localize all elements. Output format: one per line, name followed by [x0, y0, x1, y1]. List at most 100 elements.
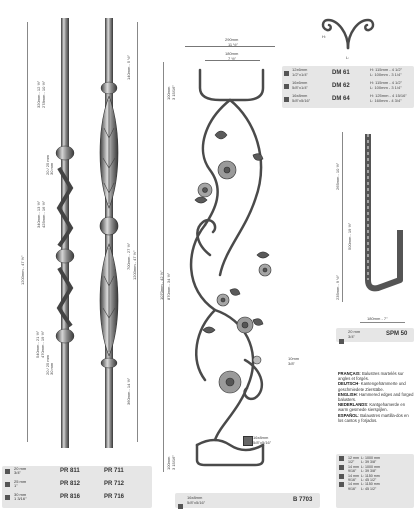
picket1-dim-278: 278mm - 10 ½"	[41, 80, 46, 108]
code-row: 25 mm 1" PR 812 PR 712	[2, 479, 152, 489]
panel-dim-line-vertical	[163, 62, 164, 472]
panel-dim-180-in: 7 ½"	[228, 56, 237, 61]
panel-code-size: 16x8mm	[187, 495, 203, 500]
code-swatch	[5, 468, 12, 476]
code-a: PR 812	[60, 481, 81, 487]
lang-en: ENGLISH: Hammered edges and forged balus…	[338, 391, 414, 403]
scroll-frac: 5/8"x1/4"	[292, 85, 308, 90]
scroll-swatch	[284, 96, 291, 104]
code-a: PR 811	[60, 468, 80, 474]
spec-swatch	[338, 456, 347, 465]
panel-dim-line-180	[205, 60, 260, 61]
code-b: PR 712	[104, 481, 125, 487]
spec-swatch	[338, 473, 347, 483]
scroll-code: DM 61	[332, 70, 350, 76]
panel-code-bar: 16x8mm 5/8"x5/16" B 7703	[175, 493, 320, 510]
panel-code-ref: B 7703	[293, 497, 313, 503]
scroll-h-label: H:	[322, 34, 326, 39]
scroll-piece	[318, 8, 378, 53]
code-a: PR 816	[60, 494, 81, 500]
lang-fr: FRANÇAIS: Balustres martelés sur angles …	[338, 371, 404, 382]
scroll-l-label: L:	[346, 55, 350, 60]
panel-ring-size: 10mm	[288, 356, 300, 361]
scroll-code: DM 64	[332, 96, 350, 102]
scroll-size: 12x6mm	[292, 67, 308, 72]
code-b: PR 716	[104, 494, 125, 500]
code-frac: 1"	[14, 483, 18, 488]
picket-twisted	[50, 18, 80, 448]
bracket-dim-180: 180mm - 7"	[367, 316, 388, 321]
picket1-dim-total: 1200mm - 47 ½"	[20, 255, 25, 285]
scroll-h: H: 125mm - 4 15/16"	[370, 93, 407, 98]
scroll-l: L: 100mm - 3 1/4"	[370, 72, 402, 77]
code-frac: 3/4"	[14, 470, 21, 475]
code-row: 30 mm 1 3/16" PR 816 PR 716	[2, 492, 152, 501]
scroll-frac: 5/8"x5/16"	[292, 98, 311, 103]
scroll-size: 16x6mm	[292, 80, 308, 85]
bracket-code-frac: 3/4"	[348, 334, 355, 339]
code-size: 30 mm	[14, 492, 27, 497]
bracket-drawing	[365, 134, 403, 292]
scroll-row: 16x6mm 5/8"x1/4" DM 62 H: 115mm - 4 1/2"…	[282, 80, 414, 93]
scroll-size: 16x8mm	[292, 93, 308, 98]
picket-leaf-drawing	[99, 18, 119, 448]
picket1-dim-425: 425mm - 16 ½"	[41, 200, 46, 228]
scroll-frac: 1/2"x1/4"	[292, 72, 308, 77]
lang-es: ESPAÑOL: Balaustres martilla-dos en los …	[338, 412, 409, 423]
scroll-swatch	[284, 70, 291, 78]
scroll-row: 12x6mm 1/2"x1/4" DM 61 H: 115mm - 4 1/2"…	[282, 67, 414, 80]
scroll-swatch	[284, 83, 291, 91]
bracket-code-bar: 20 mm 3/4" SPM 50	[336, 328, 414, 345]
picket1-size-lower-b: 30 mm	[49, 362, 54, 375]
panel-bar-swatch	[243, 436, 253, 446]
scroll-h: H: 115mm - 4 1/2"	[370, 80, 403, 85]
panel-ring-frac: 3/8"	[288, 361, 295, 366]
bracket-dim-line-h	[360, 322, 405, 323]
panel-dim-290: 290mm	[225, 37, 239, 42]
scroll-codes-panel: 12x6mm 1/2"x1/4" DM 61 H: 115mm - 4 1/2"…	[282, 66, 414, 108]
bracket-dim-265: 265mm - 10 ½"	[335, 162, 340, 190]
scroll-h: H: 115mm - 4 1/2"	[370, 67, 403, 72]
panel-code-swatch	[178, 498, 185, 516]
spec-swatch	[338, 482, 347, 491]
code-swatch	[5, 481, 12, 489]
picket1-dim-line	[27, 22, 28, 442]
language-descriptions: FRANÇAIS: Balustres martelés sur angles …	[338, 371, 414, 423]
picket1-dim-470: 470mm - 19 ½"	[40, 330, 45, 358]
code-b: PR 711	[104, 468, 124, 474]
panel-code-frac: 5/8"x5/16"	[187, 500, 206, 505]
picket1-size-upper-b: 30 mm	[49, 162, 54, 175]
ornamental-panel	[175, 60, 285, 470]
lang-nl: NEDERLANDS: Kantgehamerde en warm gesmed…	[338, 402, 406, 413]
picket-codes-panel: 20 mm 3/4" PR 811 PR 711 25 mm 1" PR 812…	[2, 466, 152, 508]
bracket-dim-500: 500mm - 19 ½"	[347, 222, 352, 250]
spec-swatch	[338, 464, 347, 474]
picket2-dim-line	[137, 22, 138, 442]
lang-de: DEUTSCH- Kantengehämmerte und geschmiede…	[338, 381, 406, 392]
panel-dim-290-in: 11 ½"	[228, 42, 239, 47]
code-row: 20 mm 3/4" PR 811 PR 711	[2, 466, 152, 476]
panel-bar-frac: 5/8"x5/16"	[253, 440, 272, 445]
bracket-dim-235: 235mm - 9 ½"	[335, 275, 340, 300]
bracket	[360, 130, 415, 310]
picket2-dim-140: 140mm - 5 ½"	[126, 55, 131, 80]
code-size: 20 mm	[14, 466, 27, 471]
picket-leaf	[94, 18, 124, 448]
scroll-piece-drawing	[321, 18, 375, 50]
picket-twisted-drawing	[55, 18, 75, 448]
panel-dim-870: 870mm - 34 ½"	[166, 272, 171, 300]
bracket-code-size: 20 mm	[348, 329, 361, 334]
